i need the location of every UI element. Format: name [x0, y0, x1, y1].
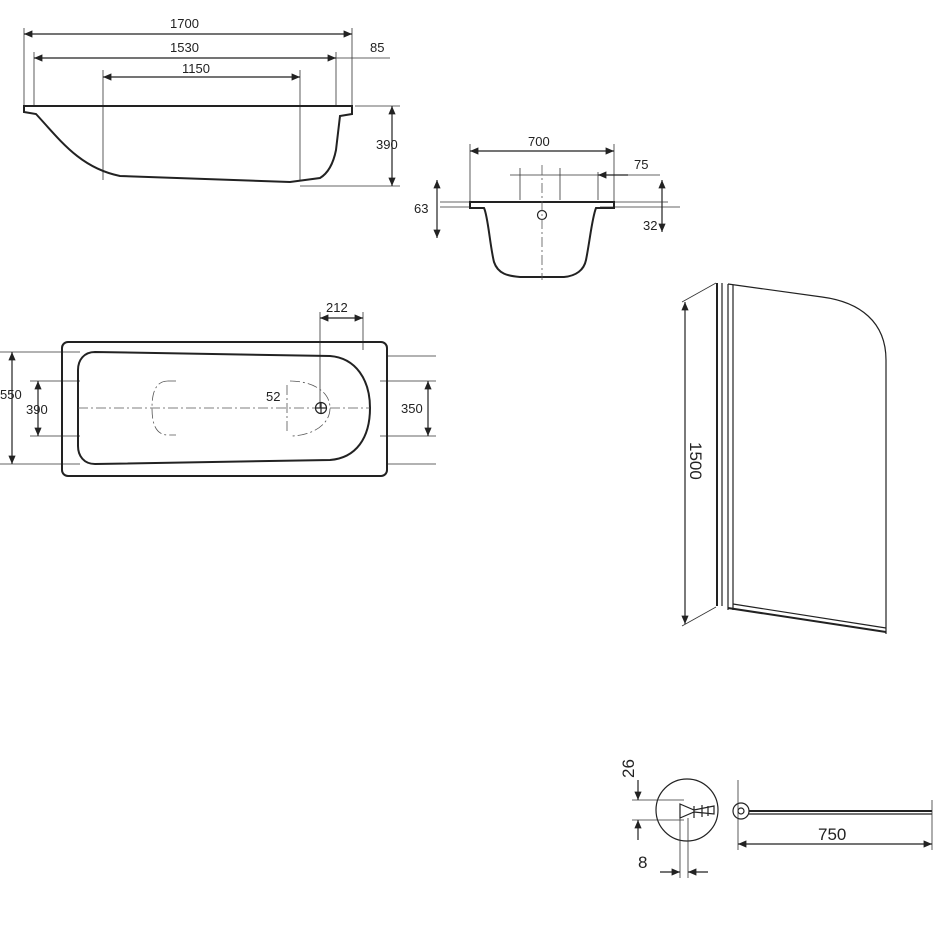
top-dim-drain-diameter: 52 — [266, 389, 280, 404]
dim-overall-length: 1700 — [170, 16, 199, 31]
hinge-dim-height: 26 — [619, 759, 638, 778]
screen-plan-view: 750 — [732, 780, 933, 850]
top-dim-outer-width: 550 — [0, 387, 22, 402]
end-dim-rim-thickness: 32 — [643, 218, 657, 233]
screen-dim-width: 750 — [818, 825, 846, 844]
dim-rim-offset: 85 — [370, 40, 384, 55]
dim-inner-length: 1530 — [170, 40, 199, 55]
end-dim-offset: 75 — [634, 157, 648, 172]
end-dim-width: 700 — [528, 134, 550, 149]
top-dim-drain-offset: 212 — [326, 300, 348, 315]
dim-height: 390 — [376, 137, 398, 152]
end-dim-rim-height: 63 — [414, 201, 428, 216]
top-dim-drain-end-width: 350 — [401, 401, 423, 416]
top-dim-inner-width: 390 — [26, 402, 48, 417]
hinge-detail: 26 8 — [619, 759, 719, 878]
bathtub-side-view: 1700 1530 1150 85 390 — [23, 16, 400, 187]
screen-dim-height: 1500 — [686, 442, 705, 480]
dim-bottom-length: 1150 — [182, 61, 210, 76]
bathtub-top-view: 212 550 390 52 350 — [0, 300, 436, 477]
bathtub-end-view: 700 75 63 32 — [414, 134, 680, 280]
bath-screen-elevation: 1500 — [681, 282, 887, 634]
hinge-dim-width: 8 — [638, 853, 647, 872]
